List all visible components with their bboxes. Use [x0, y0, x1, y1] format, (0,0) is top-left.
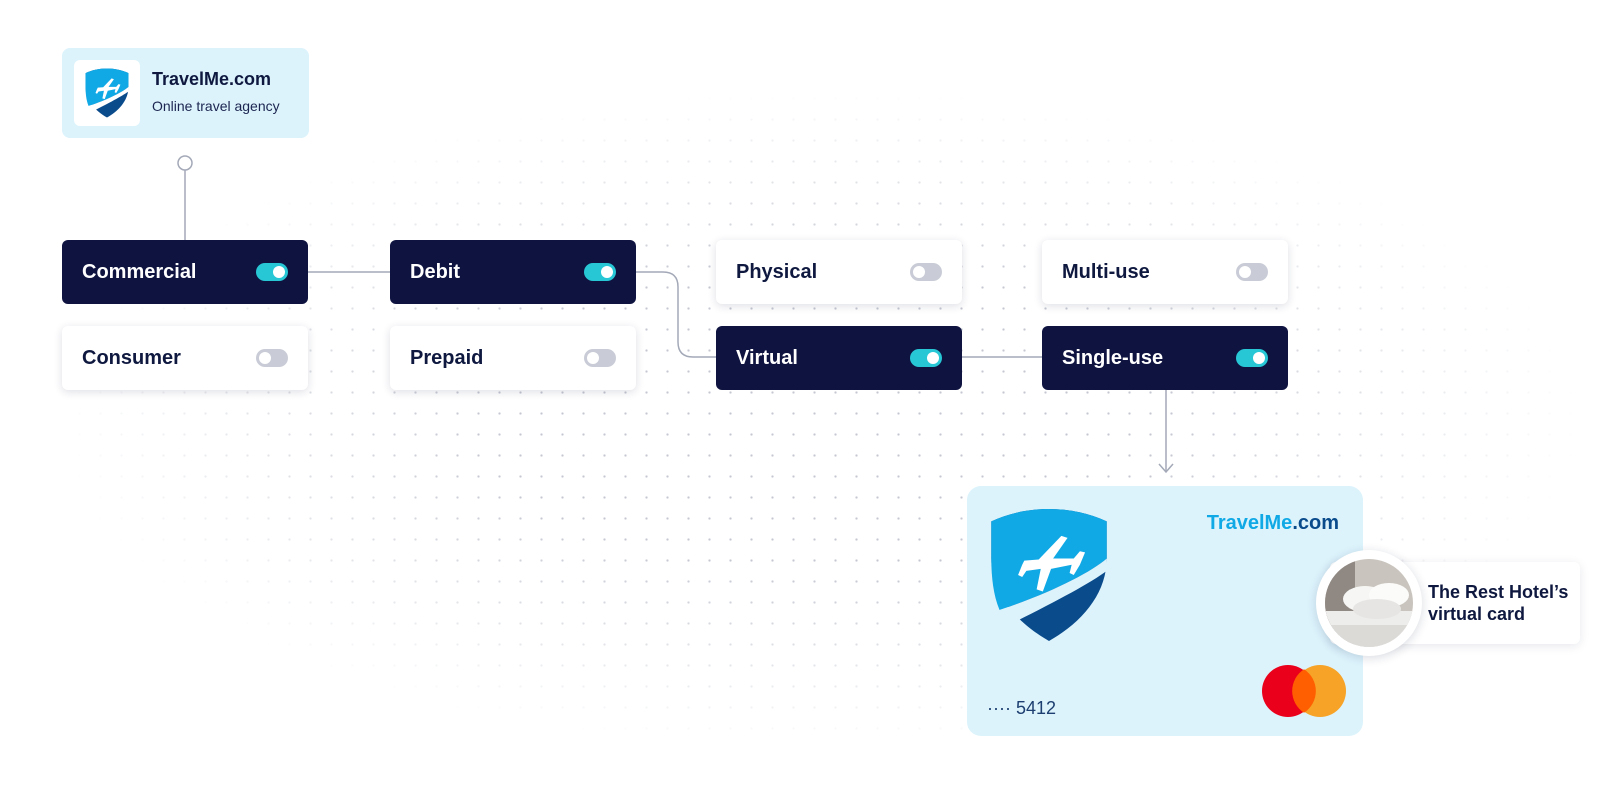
toggle-knob: [913, 266, 925, 278]
organization-name: TravelMe.com: [152, 69, 272, 89]
toggle-knob: [273, 266, 285, 278]
node-consumer[interactable]: Consumer: [62, 326, 308, 390]
node-prepaid-label: Prepaid: [410, 346, 484, 369]
toggle-knob: [587, 352, 599, 364]
virtual-toggle[interactable]: [910, 349, 942, 367]
toggle-knob: [1239, 266, 1251, 278]
commercial-toggle[interactable]: [256, 263, 288, 281]
node-commercial-label: Commercial: [82, 260, 197, 283]
shield-plane-icon: [991, 509, 1107, 641]
physical-toggle[interactable]: [910, 263, 942, 281]
node-virtual[interactable]: Virtual: [716, 326, 962, 390]
node-consumer-label: Consumer: [82, 346, 181, 369]
card-brand: TravelMe.com: [1207, 512, 1339, 535]
shield-plane-icon: [85, 68, 129, 118]
toggle-knob: [1253, 352, 1265, 364]
node-commercial[interactable]: Commercial: [62, 240, 308, 304]
card-brand-name: TravelMe: [1206, 512, 1293, 534]
multi-use-toggle[interactable]: [1236, 263, 1268, 281]
card-brand-domain: .com: [1292, 512, 1339, 534]
node-physical-label: Physical: [736, 260, 818, 283]
debit-toggle[interactable]: [584, 263, 616, 281]
card-number: ···· 5412: [987, 698, 1057, 718]
single-use-toggle[interactable]: [1236, 349, 1268, 367]
node-multi-use[interactable]: Multi-use: [1042, 240, 1288, 304]
node-debit-label: Debit: [410, 260, 460, 283]
org-connector-dot: [177, 155, 193, 171]
organization-subtitle: Online travel agency: [152, 98, 280, 114]
toggle-knob: [601, 266, 613, 278]
arrow-down-icon: [1158, 463, 1174, 474]
mastercard-icon: [1262, 665, 1346, 717]
toggle-knob: [259, 352, 271, 364]
connector-debit-virtual: [636, 271, 716, 358]
toggle-knob: [927, 352, 939, 364]
organization-logo: [74, 60, 140, 126]
hotel-bed-photo: [1325, 559, 1413, 647]
node-physical[interactable]: Physical: [716, 240, 962, 304]
node-virtual-label: Virtual: [736, 346, 798, 369]
node-prepaid[interactable]: Prepaid: [390, 326, 636, 390]
hotel-label: The Rest Hotel’s virtual card: [1428, 582, 1569, 624]
node-single-use[interactable]: Single-use: [1042, 326, 1288, 390]
prepaid-toggle[interactable]: [584, 349, 616, 367]
node-debit[interactable]: Debit: [390, 240, 636, 304]
node-single-use-label: Single-use: [1062, 346, 1164, 369]
virtual-card: TravelMe.com ···· 5412: [967, 486, 1363, 736]
consumer-toggle[interactable]: [256, 349, 288, 367]
node-multi-use-label: Multi-use: [1062, 260, 1150, 283]
hotel-photo: [1316, 550, 1422, 656]
organization-card: TravelMe.com Online travel agency: [62, 48, 309, 138]
